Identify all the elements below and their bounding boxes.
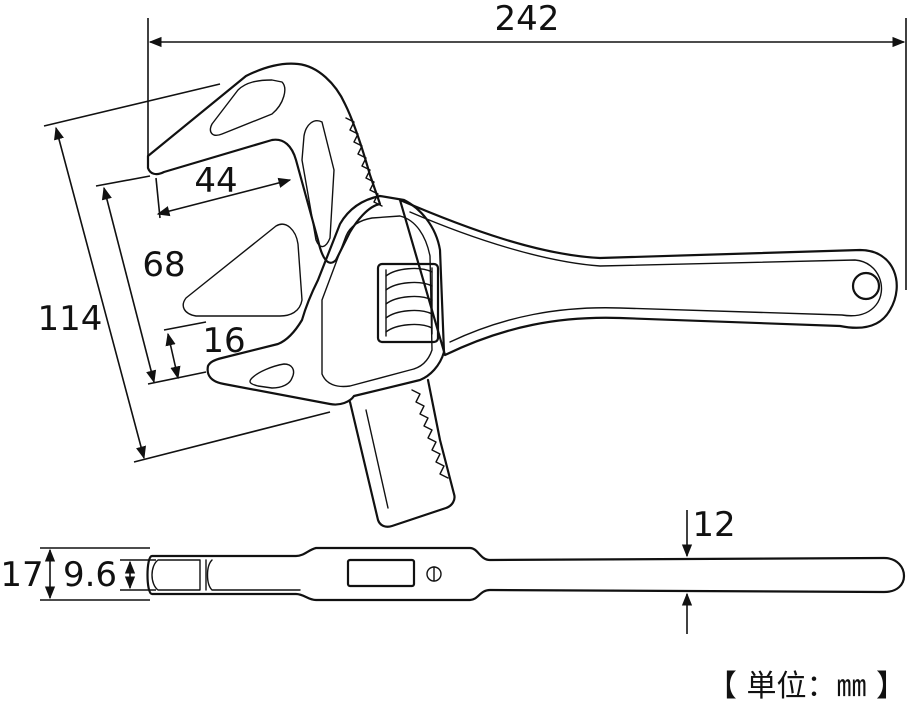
side-slot [346,558,416,588]
min-opening-label: 16 [202,321,245,361]
overall-length-label: 242 [495,0,560,39]
wrench-top-view [146,62,898,528]
dim-head-width: 114 [38,83,331,463]
side-jaw-tip [151,559,201,591]
movable-jaw-inner [321,215,433,388]
handle-thickness-label: 12 [692,505,735,545]
dim-body-thickness: 17 [0,547,150,601]
wrench-side-view [146,546,906,602]
fixed-jaw-window-2 [301,120,335,248]
max-opening-label: 68 [142,245,185,285]
dim-min-opening: 16 [163,321,246,380]
fixed-jaw-window-1 [209,79,286,136]
dim-overall-length: 242 [147,0,907,290]
side-screw-icon [426,566,442,582]
rack-teeth-upper [345,117,383,207]
head-width-label: 114 [38,299,103,339]
rack-bar-edge [365,409,389,509]
jaw-inner-rib [182,223,303,317]
rack-bar-lower [348,378,456,528]
worm-gear [376,262,440,344]
jaw-thickness-label: 9.6 [63,555,117,595]
fixed-jaw-outline [146,62,382,264]
dim-handle-thickness: 12 [681,505,736,634]
rack-teeth-lower [411,389,449,479]
dim-jaw-thickness: 9.6 [63,555,156,595]
dim-max-opening: 68 [95,175,207,385]
unit-label: 【 単位：㎜ 】 [707,669,906,704]
side-segment [206,559,301,591]
hang-hole [851,271,881,301]
lower-jaw-window [249,363,295,389]
handle-groove [409,211,883,343]
handle-outline [398,198,898,357]
body-thickness-label: 17 [0,555,43,595]
dim-jaw-depth: 44 [155,161,292,219]
jaw-depth-label: 44 [194,161,237,201]
side-profile-outline [146,546,906,602]
movable-jaw-outline [206,194,446,406]
